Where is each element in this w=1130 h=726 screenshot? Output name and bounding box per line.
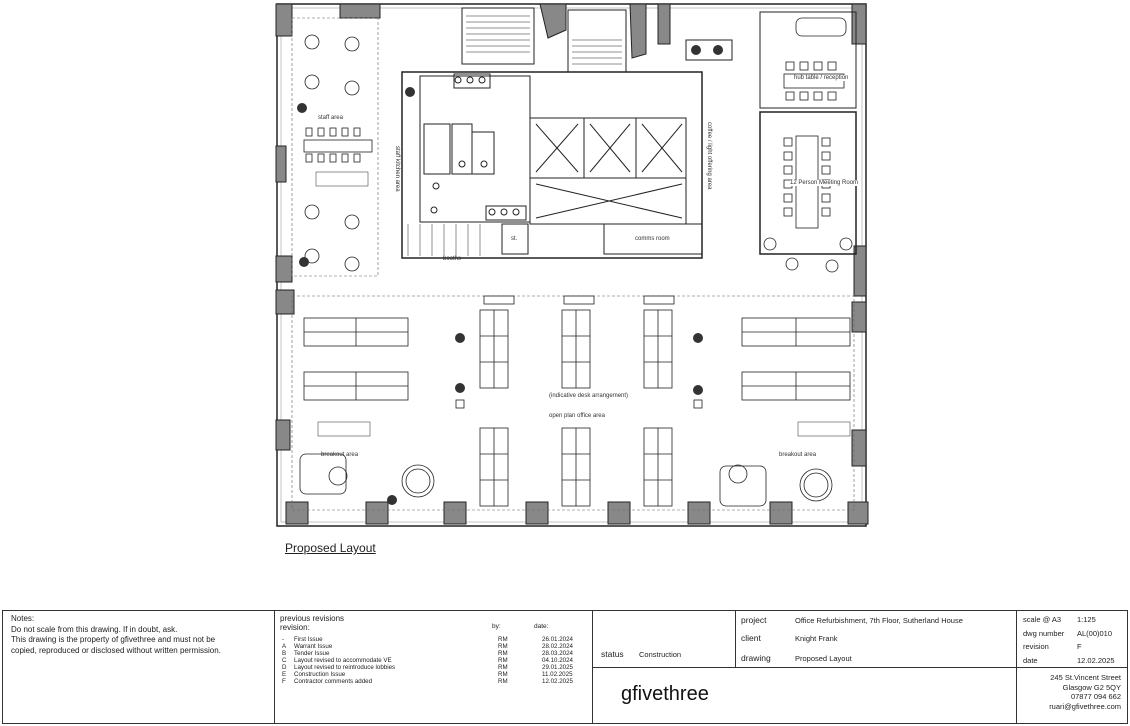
title-block: Notes: Do not scale from this drawing. I… xyxy=(2,610,1128,724)
company-logo: gfivethree xyxy=(621,683,709,705)
revisions-panel: previous revisions revision: by: date: -… xyxy=(275,611,593,723)
label-open-plan: open plan office area xyxy=(549,413,605,419)
label-coffee: coffee / light offering area xyxy=(706,122,712,190)
address-line: 245 St.Vincent Street xyxy=(1050,673,1121,682)
label-comms-room: comms room xyxy=(635,236,670,242)
label-indicative-desks: (indicative desk arrangement) xyxy=(549,393,629,399)
revision-value: F xyxy=(1077,642,1082,651)
status-value: Construction xyxy=(639,650,682,659)
label-booths: booths xyxy=(443,256,462,262)
address-block: 245 St.Vincent Street Glasgow G2 5QY 078… xyxy=(1049,673,1121,711)
layout-title: Proposed Layout xyxy=(285,541,376,555)
status-label: status xyxy=(601,649,624,659)
date-value: 12.02.2025 xyxy=(1077,656,1115,665)
client-value: Knight Frank xyxy=(795,634,838,643)
date-col-label: date: xyxy=(534,623,549,630)
label-staff-area: staff area xyxy=(318,115,343,121)
label-store: st. xyxy=(511,236,518,242)
address-line: Glasgow G2 5QY xyxy=(1062,682,1121,692)
by-col-label: by: xyxy=(492,623,501,630)
scale-label: scale @ A3 xyxy=(1023,615,1062,624)
drawing-value: Proposed Layout xyxy=(795,654,852,663)
drawing-label: drawing xyxy=(741,653,771,663)
label-meeting-room: 12 Person Meeting Room xyxy=(790,180,859,186)
project-value: Office Refurbishment, 7th Floor, Sutherl… xyxy=(795,616,963,625)
phone: 07877 094 662 xyxy=(1070,692,1121,701)
dwg-number-label: dwg number xyxy=(1023,629,1065,638)
drawing-info-panel: scale @ A3 1:125 dwg number AL(00)010 re… xyxy=(1017,611,1127,723)
label-breakout-right: breakout area xyxy=(779,452,817,458)
email: ruari@gfivethree.com xyxy=(1049,701,1121,711)
revision-col-label: revision: xyxy=(280,623,310,632)
notes-line-2: This drawing is the property of gfivethr… xyxy=(11,635,216,644)
notes-line-1: Do not scale from this drawing. If in do… xyxy=(11,624,178,634)
notes-panel: Notes: Do not scale from this drawing. I… xyxy=(3,611,275,723)
dwg-number-value: AL(00)010 xyxy=(1077,629,1113,638)
date-label: date xyxy=(1023,656,1038,665)
notes-line-3: copied, reproduced or disclosed without … xyxy=(11,645,221,655)
prev-revisions-heading: previous revisions xyxy=(280,614,345,623)
project-label: project xyxy=(741,615,767,625)
label-staff-kitchen: staff kitchen area xyxy=(394,146,400,192)
project-panel: status Construction project Office Refur… xyxy=(593,611,1017,723)
revision-label: revision xyxy=(1023,642,1049,651)
label-hub-table: hub table / reception xyxy=(794,75,849,81)
scale-value: 1:125 xyxy=(1077,615,1096,624)
client-label: client xyxy=(741,633,761,643)
floor-plan-drawing xyxy=(275,3,869,527)
label-breakout-left: breakout area xyxy=(321,452,359,458)
notes-heading: Notes: xyxy=(11,614,35,623)
